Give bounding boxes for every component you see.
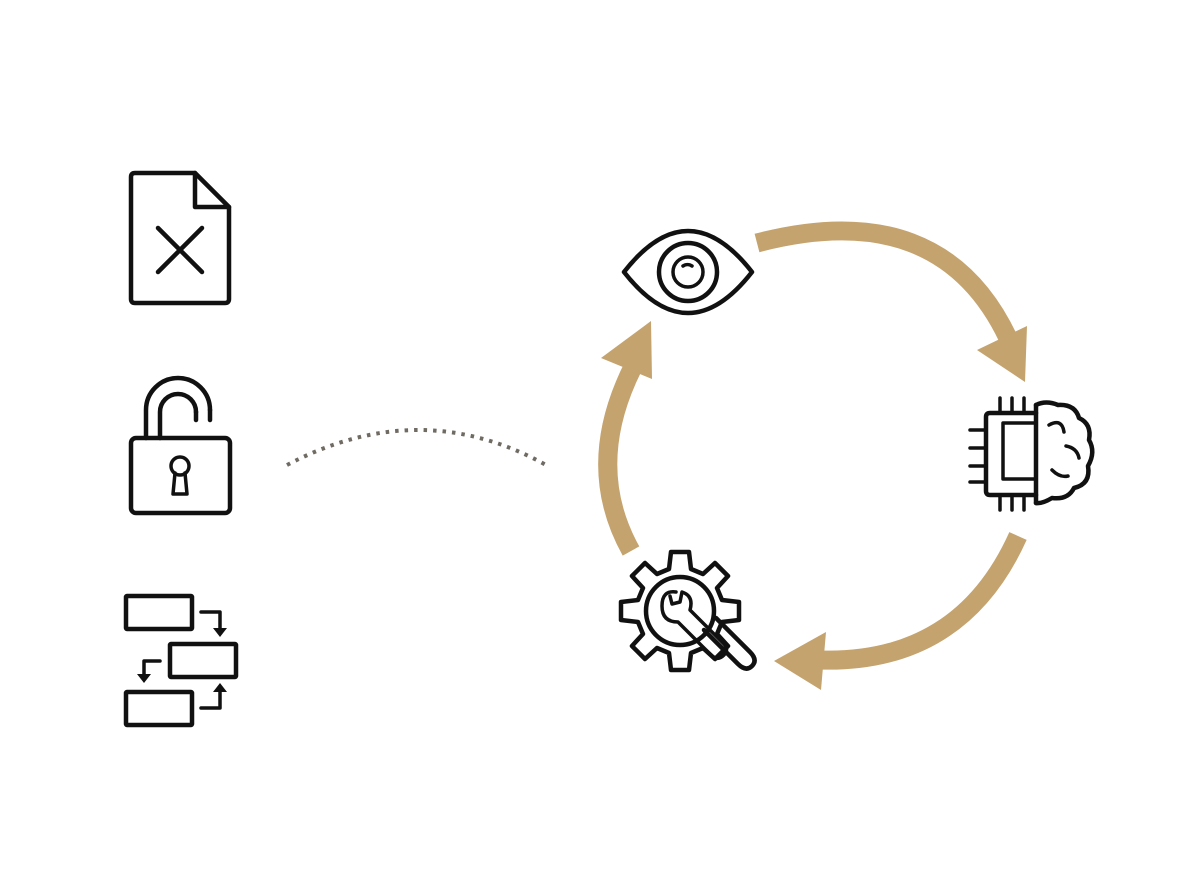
unlocked-padlock-icon (128, 375, 233, 516)
arrowhead-chip-to-gear (774, 632, 826, 690)
dotted-connector (286, 428, 547, 467)
file-x-icon (128, 170, 232, 306)
workflow-blocks-icon (123, 593, 239, 728)
arrowhead-gear-to-eye (601, 321, 652, 379)
gear-wrench-icon (618, 549, 757, 673)
arrow-shaft-eye-to-chip (754, 221, 1017, 343)
eye-icon (621, 228, 755, 316)
arrowhead-eye-to-chip (977, 326, 1027, 382)
arrow-shaft-chip-to-gear (817, 532, 1027, 670)
chip-brain-icon (968, 396, 1095, 512)
cycle-arrows (598, 221, 1027, 690)
arrow-shaft-gear-to-eye (598, 360, 643, 556)
